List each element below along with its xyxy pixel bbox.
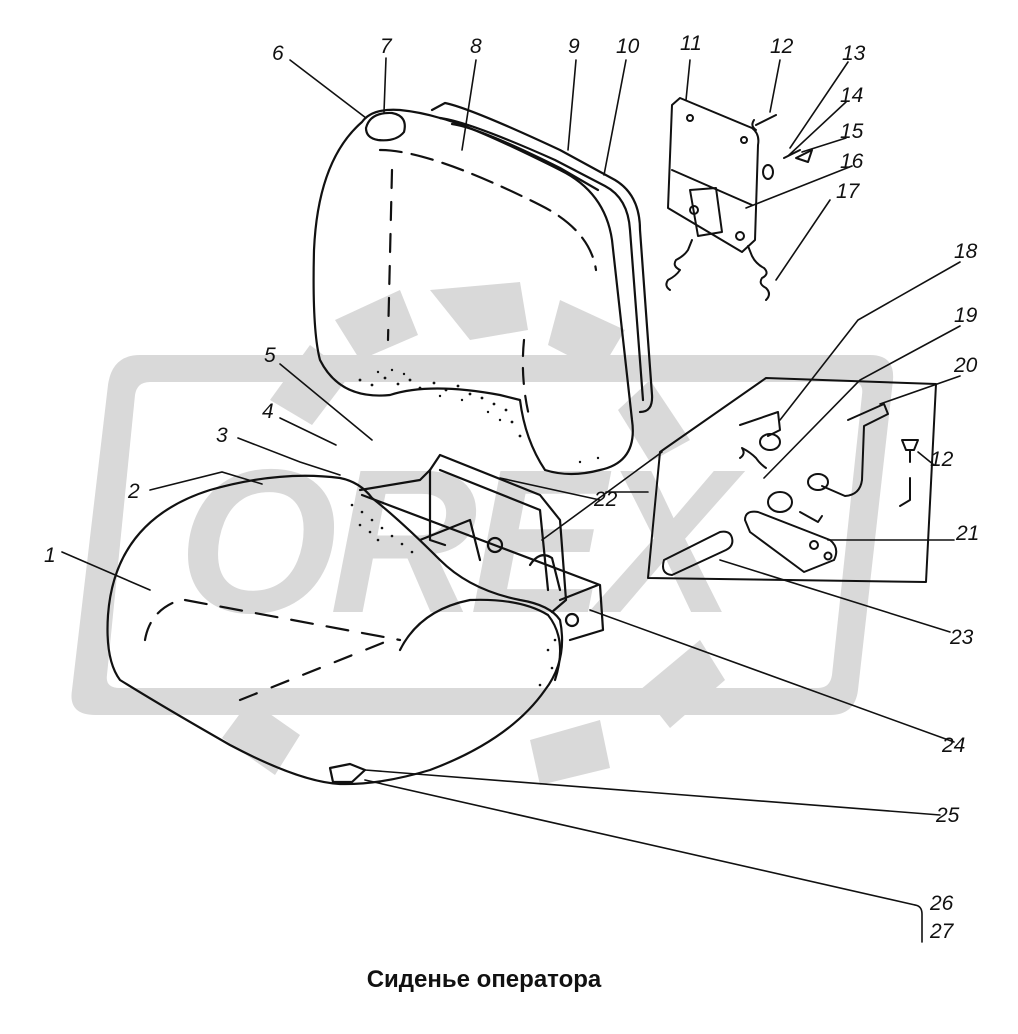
callout-22: 22 [593,488,618,511]
callout-8: 8 [470,35,482,58]
backrest [312,101,654,476]
callout-4: 4 [262,400,274,423]
leader-lines [61,57,961,943]
callout-15: 15 [840,120,864,143]
watermark: OREX [71,282,894,785]
seat-cushion-shading [350,503,557,687]
callout-14: 14 [840,84,863,107]
callout-13: 13 [842,42,866,65]
callout-24: 24 [941,734,965,757]
callout-6: 6 [272,42,284,65]
seat-frame [358,453,605,642]
callout-7: 7 [380,35,393,58]
callout-labels: 1 2 3 4 5 6 7 8 9 10 11 12 13 14 15 16 1… [44,32,979,943]
callout-10: 10 [616,35,640,58]
callout-12-top: 12 [770,35,794,58]
callout-1: 1 [44,544,56,567]
callout-5: 5 [264,344,276,367]
callout-18: 18 [954,240,978,263]
figure-caption: Сиденье оператора [366,966,602,993]
callout-27: 27 [929,920,955,943]
callout-12-right: 12 [930,448,954,471]
callout-21: 21 [955,522,979,545]
callout-9: 9 [568,35,580,58]
callout-19: 19 [954,304,978,327]
callout-11: 11 [680,32,702,55]
backrest-shading [358,368,600,464]
seat-cushion [106,474,564,786]
callout-16: 16 [840,150,864,173]
callout-20: 20 [953,354,978,377]
callout-3: 3 [216,424,228,447]
callout-26: 26 [929,892,954,915]
watermark-text: OREX [178,427,745,656]
parts-panel [647,377,937,583]
callout-25: 25 [935,804,960,827]
callout-2: 2 [127,480,140,503]
callout-17: 17 [836,180,861,203]
callout-23: 23 [949,626,974,649]
hinge-plate-assembly [665,97,813,301]
